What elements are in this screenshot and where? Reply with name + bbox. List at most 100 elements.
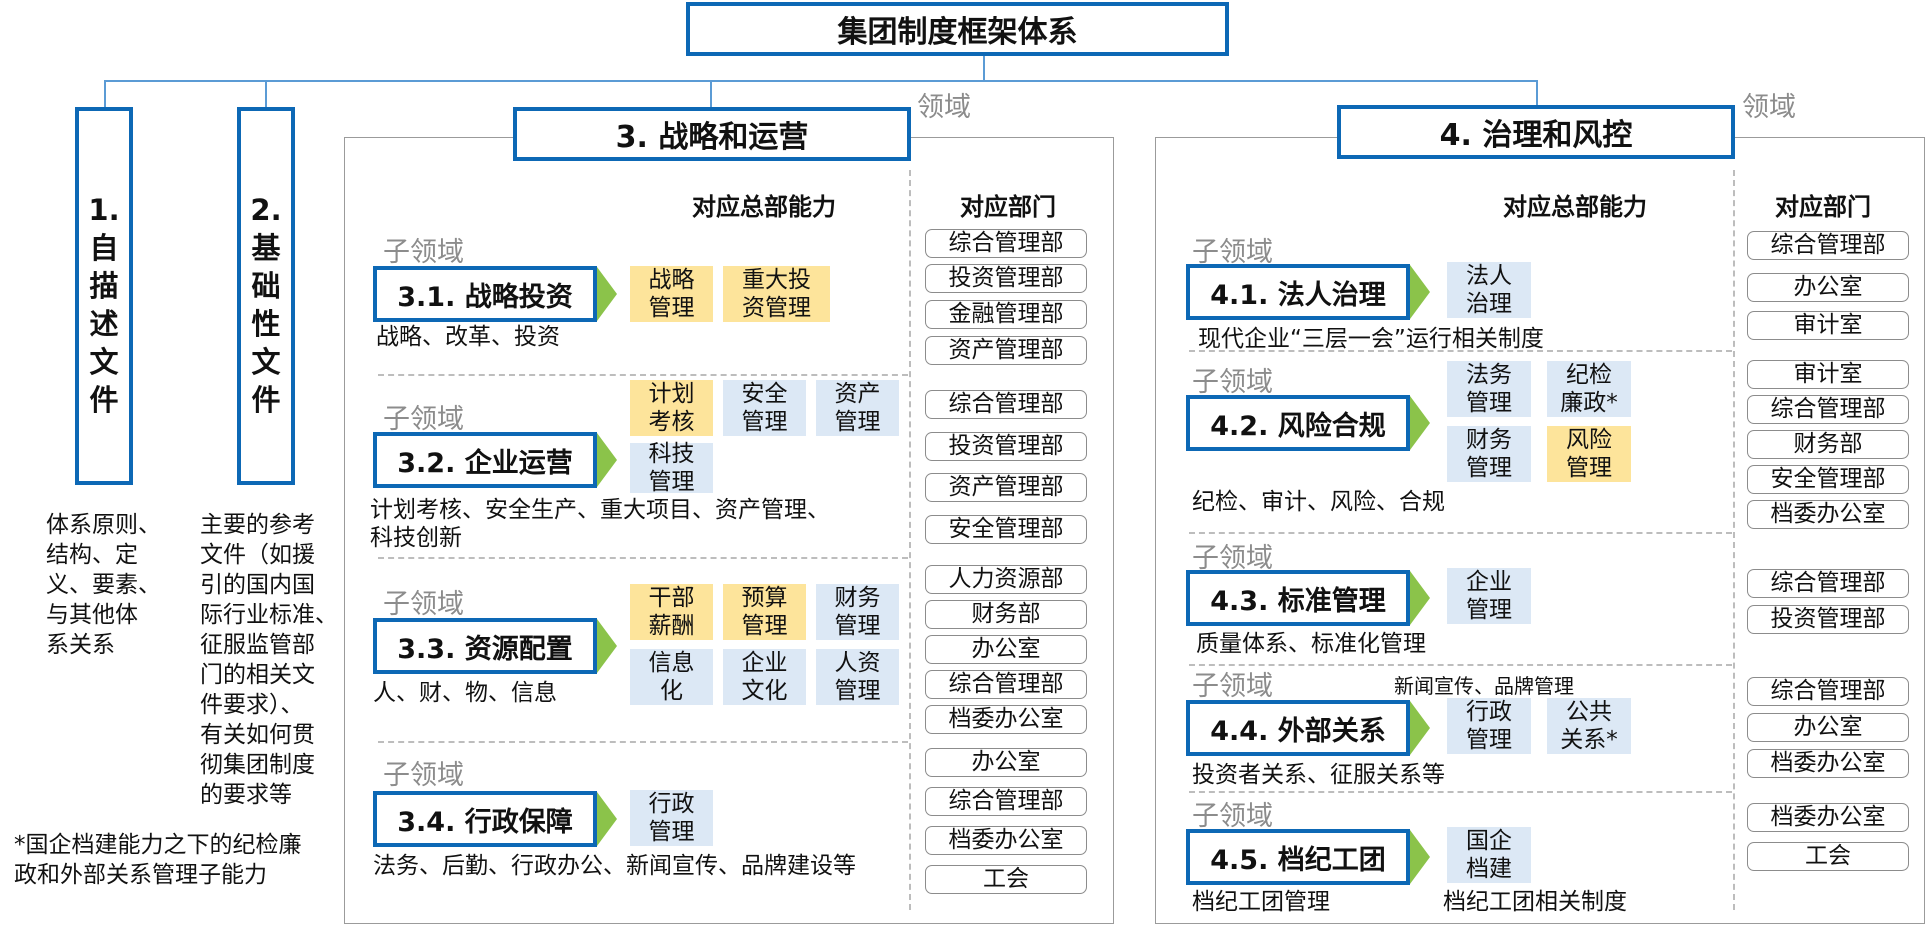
- doc2-description: 主要的参考 文件（如援 引的国内国 际行业标准、 征服监管部 门的相关文 件要求…: [200, 510, 340, 810]
- capability-chip: 安全 管理: [723, 380, 806, 436]
- capability-chip: 公共 关系*: [1547, 698, 1631, 754]
- doc1-desc-line: 体系原则、: [46, 512, 161, 538]
- subdomain-4-3-arrow: [1410, 571, 1430, 625]
- capability-chip: 预算 管理: [723, 584, 806, 640]
- doc2-char: 础: [251, 269, 281, 303]
- connector-domain3: [710, 80, 712, 108]
- doc2-box: 2. 基 础 性 文 件: [237, 107, 295, 485]
- subdomain-label: 子领域: [1192, 671, 1273, 702]
- dept-tag: 综合管理部: [1747, 677, 1909, 706]
- doc2-desc-line: 门的相关文: [200, 662, 315, 688]
- doc2-char: 性: [251, 307, 281, 341]
- doc1-char: 文: [89, 345, 119, 379]
- capability-chip: 重大投 资管理: [723, 266, 830, 322]
- domain3-row-divider: [378, 374, 908, 376]
- subdomain-label: 子领域: [383, 589, 464, 620]
- doc2-desc-line: 有关如何贯: [200, 722, 315, 748]
- subdomain-3-1-title: 3.1. 战略投资: [373, 266, 597, 322]
- capability-chip: 纪检 廉政*: [1547, 361, 1631, 417]
- subdomain-4-5-caption: 档纪工团管理: [1192, 889, 1330, 915]
- doc2-desc-line: 征服监管部: [200, 632, 315, 658]
- subdomain-3-1-arrow: [597, 267, 617, 321]
- dept-tag: 档委办公室: [1747, 500, 1909, 529]
- dept-tag: 办公室: [1747, 713, 1909, 742]
- dept-tag: 档委办公室: [1747, 749, 1909, 778]
- dept-tag: 综合管理部: [1747, 231, 1909, 260]
- dept-tag: 资产管理部: [925, 473, 1087, 502]
- subdomain-label: 子领域: [383, 760, 464, 791]
- dept-tag: 综合管理部: [925, 787, 1087, 816]
- domain4-column-divider: [1733, 170, 1735, 910]
- capability-chip: 资产 管理: [816, 380, 899, 436]
- subdomain-4-2-arrow: [1410, 396, 1430, 450]
- capability-chip: 财务 管理: [816, 584, 899, 640]
- domain4-row-divider: [1189, 791, 1732, 793]
- capability-chip: 科技 管理: [630, 441, 713, 495]
- connector-top-stem: [983, 55, 985, 81]
- subdomain-3-3-caption: 人、财、物、信息: [373, 680, 557, 706]
- subdomain-label: 子领域: [1192, 801, 1273, 832]
- dept-tag: 档委办公室: [1747, 803, 1909, 832]
- capability-chip: 风险 管理: [1547, 426, 1631, 482]
- doc1-char: 件: [89, 383, 119, 417]
- dept-tag: 办公室: [1747, 273, 1909, 302]
- dept-tag: 财务部: [925, 600, 1087, 629]
- dept-tag: 综合管理部: [1747, 569, 1909, 598]
- dept-tag: 审计室: [1747, 311, 1909, 340]
- subdomain-4-1-title: 4.1. 法人治理: [1186, 264, 1410, 320]
- capability-chip: 国企 档建: [1447, 827, 1531, 883]
- framework-title: 集团制度框架体系: [686, 2, 1229, 56]
- dept-tag: 投资管理部: [1747, 605, 1909, 634]
- dept-tag: 档委办公室: [925, 705, 1087, 734]
- dept-tag: 安全管理部: [1747, 465, 1909, 494]
- doc2-desc-line: 文件（如援: [200, 542, 315, 568]
- capability-chip: 人资 管理: [816, 649, 899, 705]
- dept-tag: 综合管理部: [925, 390, 1087, 419]
- doc1-description: 体系原则、 结构、定 义、要素、 与其他体 系关系: [46, 510, 186, 660]
- doc2-desc-line: 引的国内国: [200, 572, 315, 598]
- capability-chip: 计划 考核: [630, 380, 713, 436]
- subdomain-4-4-note: 新闻宣传、品牌管理: [1394, 674, 1574, 698]
- subdomain-3-3-title: 3.3. 资源配置: [373, 618, 597, 674]
- footnote-line: *国企档建能力之下的纪检廉: [14, 832, 302, 858]
- subdomain-label: 子领域: [1192, 367, 1273, 398]
- capability-chip: 战略 管理: [630, 266, 713, 322]
- capability-chip: 信息 化: [630, 649, 713, 705]
- dept-tag: 审计室: [1747, 360, 1909, 389]
- subdomain-label: 子领域: [1192, 237, 1273, 268]
- footnote: *国企档建能力之下的纪检廉 政和外部关系管理子能力: [14, 830, 344, 890]
- subdomain-4-2-title: 4.2. 风险合规: [1186, 395, 1410, 451]
- domain3-title: 3. 战略和运营: [513, 107, 911, 161]
- domain3-domain-label: 领域: [917, 92, 971, 123]
- doc2-char: 基: [251, 231, 281, 265]
- domain3-row-divider: [378, 557, 908, 559]
- dept-tag: 人力资源部: [925, 565, 1087, 594]
- capability-chip: 干部 薪酬: [630, 584, 713, 640]
- dept-tag: 金融管理部: [925, 300, 1087, 329]
- capability-chip: 法人 治理: [1447, 262, 1531, 318]
- domain3-row-divider: [378, 741, 908, 743]
- dept-tag: 投资管理部: [925, 264, 1087, 293]
- doc1-char: 1.: [88, 193, 120, 227]
- subdomain-3-1-caption: 战略、改革、投资: [376, 324, 560, 350]
- subdomain-label: 子领域: [1192, 543, 1273, 574]
- doc2-desc-line: 的要求等: [200, 782, 292, 808]
- subdomain-4-4-caption: 投资者关系、征服关系等: [1192, 762, 1445, 788]
- domain4-row-divider: [1189, 350, 1732, 352]
- dept-tag: 办公室: [925, 748, 1087, 777]
- subdomain-3-2-caption: 计划考核、安全生产、重大项目、资产管理、 科技创新: [370, 497, 830, 551]
- capability-chip: 财务 管理: [1447, 426, 1531, 482]
- subdomain-3-4-caption: 法务、后勤、行政办公、新闻宣传、品牌建设等: [373, 853, 856, 879]
- doc1-desc-line: 结构、定: [46, 542, 138, 568]
- doc1-char: 自: [89, 231, 119, 265]
- dept-tag: 综合管理部: [1747, 395, 1909, 424]
- dept-tag: 工会: [925, 865, 1087, 894]
- subdomain-4-5-caption-2: 档纪工团相关制度: [1443, 889, 1627, 915]
- subdomain-3-2-arrow: [597, 433, 617, 487]
- capability-chip: 行政 管理: [1447, 698, 1531, 754]
- doc2-char: 件: [251, 383, 281, 417]
- subdomain-3-2-title: 3.2. 企业运营: [373, 432, 597, 488]
- dept-tag: 办公室: [925, 635, 1087, 664]
- domain4-capability-header: 对应总部能力: [1503, 193, 1647, 221]
- subdomain-label: 子领域: [383, 237, 464, 268]
